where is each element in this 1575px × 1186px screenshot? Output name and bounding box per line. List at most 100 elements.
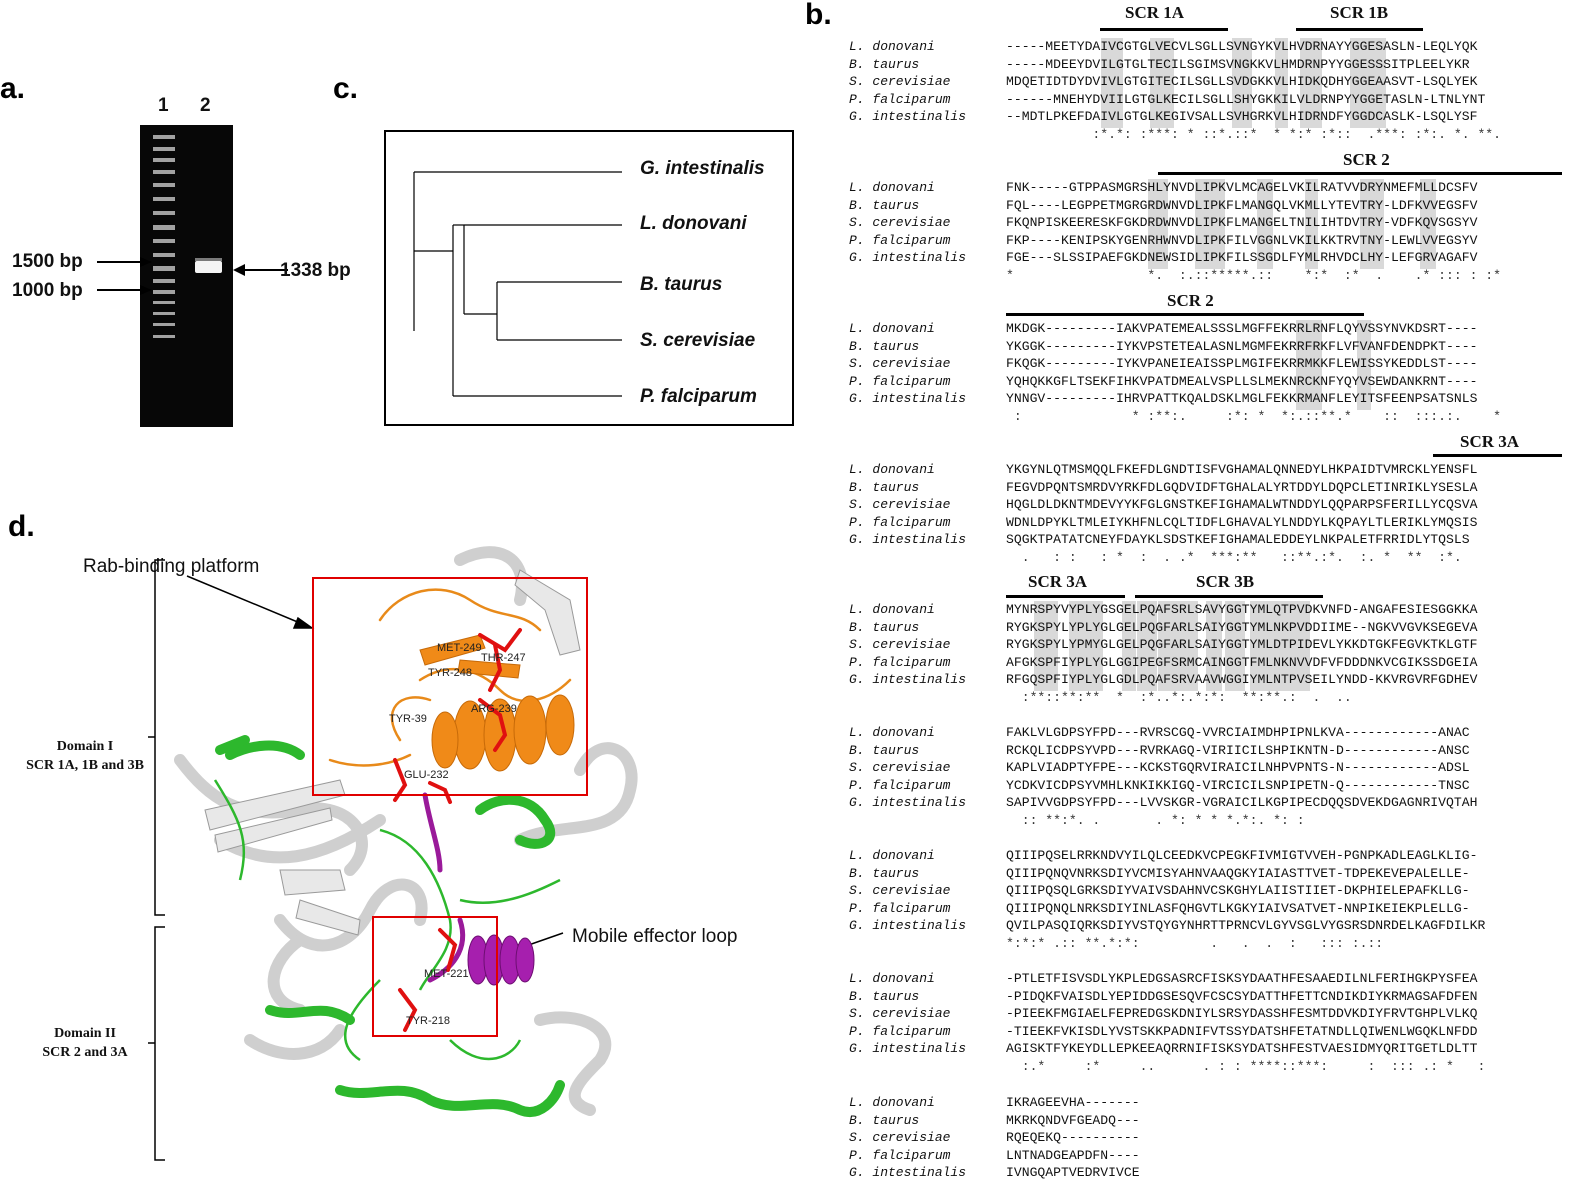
conserved-column-shade (1357, 320, 1371, 410)
sequence-text: RCKQLICDPSYVPD---RVRKAGQ-VIRIICILSHPIKNT… (1006, 742, 1470, 758)
species-name: L. donovani (849, 180, 935, 195)
species-name: B. taurus (849, 1112, 920, 1128)
sequence-text: IKRAGEEVHA------- (1006, 1095, 1140, 1110)
conserved-column-shade (1150, 38, 1174, 128)
sequence-text: -PTLETFISVSDLYKPLEDGSASRCFISKSYDAATHFESA… (1006, 971, 1478, 986)
protein-structure: MET-249 THR-247 TYR-248 TYR-39 ARG-239 G… (148, 546, 638, 1161)
scr-2-bar-2 (1006, 313, 1364, 316)
residue-tyr-248: TYR-248 (428, 667, 472, 679)
tree-leaf-b-taurus: B. taurus (640, 274, 723, 295)
conserved-column-shade (1069, 601, 1103, 691)
sequence-text: HQGLDLDKNTMDEVYYKFGLGNSTKEFIGHAMALWTNDDY… (1006, 497, 1478, 513)
species-name: S. cerevisiae (849, 760, 951, 776)
scr-2-label-2: SCR 2 (1167, 291, 1214, 310)
species-name: G. intestinalis (849, 391, 967, 407)
gel-lane-1-label: 1 (158, 95, 169, 116)
product-size-label: 1338 bp (280, 260, 351, 281)
sequence-text: FGE---SLSSIPAEFGKDNEWSIDLIPKFILSSGDLFYML… (1006, 250, 1478, 266)
consensus-text: :: **:*. . . *: * * *.*:. *: : (1006, 812, 1305, 828)
conserved-column-shade (1195, 179, 1225, 269)
sequence-text: FKQGK---------IYKVPANEIEAISSPLMGIFEKRRMK… (1006, 356, 1478, 372)
sequence-text: YQHQKKGFLTSEKFIHKVPATDMEALVSPLLSLMEKNRCK… (1006, 373, 1478, 389)
marker-arrows (97, 257, 152, 295)
residue-glu-232: GLU-232 (404, 769, 449, 781)
rab-binding-platform-label: Rab-binding platform (83, 556, 260, 577)
sequence-text: RYGKSPYLYPLYGLGELPQGFARLSAIYGGTYMLNKPVDD… (1006, 619, 1478, 635)
conserved-column-shade (1232, 38, 1252, 128)
species-name: G. intestinalis (849, 1041, 967, 1057)
conserved-column-shade (1420, 179, 1436, 269)
residue-tyr-218: TYR-218 (406, 1015, 450, 1027)
domain-i-label: Domain I SCR 1A, 1B and 3B (0, 738, 170, 776)
species-name: P. falciparum (849, 777, 951, 793)
gel-lane-2-label: 2 (200, 95, 211, 116)
conserved-column-shade (1296, 320, 1322, 410)
phylogenetic-tree (384, 130, 794, 426)
product-arrow (233, 264, 288, 276)
sequence-text: -PIDQKFVAISDLYEPIDDGSESQVFCSCSYDATTHFETT… (1006, 988, 1478, 1004)
species-name: L. donovani (849, 971, 935, 986)
conserved-column-shade (1122, 601, 1136, 691)
sequence-text: RYGKSPYLYPMYGLGELPQGFARLSAIYGGTYMLDTPIDE… (1006, 637, 1478, 653)
tree-leaf-g-intestinalis: G. intestinalis (640, 158, 765, 179)
consensus-text: . : : : * : . .* ***:** ::**.:*. :. * **… (1006, 549, 1462, 565)
species-name: S. cerevisiae (849, 637, 951, 653)
conserved-column-shade (1148, 179, 1168, 269)
sequence-text: -----MEETYDAIVCGTGLVECVLSGLLSVNGYKVLHVDR… (1006, 39, 1478, 54)
species-name: L. donovani (849, 602, 935, 617)
species-name: G. intestinalis (849, 109, 967, 125)
domain-i-subtitle: SCR 1A, 1B and 3B (26, 757, 144, 773)
species-name: S. cerevisiae (849, 74, 951, 90)
conserved-column-shade (1300, 38, 1322, 128)
species-name: B. taurus (849, 56, 920, 72)
marker-1000-label: 1000 bp (12, 280, 83, 301)
species-name: S. cerevisiae (849, 497, 951, 513)
sequence-text: YCDKVICDPSYVMHLKNKIKKIGQ-VIRCICILSNPIPET… (1006, 777, 1470, 793)
species-name: G. intestinalis (849, 672, 967, 688)
sequence-text: FAKLVLGDPSYFPD---RVRSCGQ-VVRCIAIMDHPIPNL… (1006, 725, 1470, 740)
tree-leaf-l-donovani: L. donovani (640, 213, 747, 234)
consensus-text: : * :**:. :*: * *:.::**.* :: :::.:. * (1006, 408, 1502, 424)
sequence-text: QIIIPQNQVNRKSDIYVCMISYAHNVAAQGKYIAIASTTV… (1006, 865, 1470, 881)
sequence-text: MKDGK---------IAKVPATEMEALSSSLMGFFEKRRLR… (1006, 321, 1478, 336)
consensus-text: :.* :* .. . : : ****::***: : ::: .: * : (1006, 1058, 1486, 1074)
sequence-text: LNTNADGEAPDFN---- (1006, 1147, 1140, 1163)
sequence-text: WDNLDPYKLTMLEIYKHFNLCQLTIDFLGHAVALYLNDDY… (1006, 514, 1478, 530)
tree-leaf-s-cerevisiae: S. cerevisiae (640, 330, 756, 351)
domain-i-title: Domain I (56, 739, 114, 754)
conserved-column-shade (1225, 601, 1245, 691)
residue-met-221: MET-221 (424, 968, 469, 980)
species-name: L. donovani (849, 848, 935, 863)
sequence-text: AGISKTFYKEYDLLEPKEEAQRRNIFISKSYDATSHFEST… (1006, 1041, 1478, 1057)
sequence-text: YNNGV---------IHRVPATTKQALDSKLMGLFEKKRMA… (1006, 391, 1478, 407)
scr-3a-label-1: SCR 3A (1460, 432, 1520, 451)
species-name: P. falciparum (849, 654, 951, 670)
species-name: B. taurus (849, 338, 920, 354)
conserved-column-shade (1137, 601, 1157, 691)
domain-ii-subtitle: SCR 2 and 3A (42, 1044, 128, 1060)
scr-1a-bar (1100, 28, 1228, 31)
conserved-column-shade (1305, 179, 1318, 269)
domain-ii-title: Domain II (54, 1026, 116, 1041)
species-name: L. donovani (849, 462, 935, 477)
conserved-column-shade (1250, 601, 1310, 691)
conserved-column-shade (1158, 601, 1198, 691)
marker-1500-label: 1500 bp (12, 251, 83, 272)
species-name: L. donovani (849, 725, 935, 740)
sequence-text: SAPIVVGDPSYFPD---LVVSKGR-VGRAICILKGPIPEC… (1006, 795, 1478, 811)
species-name: L. donovani (849, 39, 935, 54)
species-name: B. taurus (849, 619, 920, 635)
species-name: B. taurus (849, 988, 920, 1004)
conserved-column-shade (1257, 179, 1273, 269)
residue-tyr-39: TYR-39 (389, 713, 427, 725)
sequence-text: -----MDEEYDVILGTGLTECILSGIMSVNGKKVLHMDRN… (1006, 56, 1470, 72)
domain-brackets (148, 559, 165, 1161)
sequence-text: -PIEEKFMGIAELFEPREDGSKDNIYLSRSYDASSHFESM… (1006, 1006, 1478, 1022)
scr-1a-label-top: SCR 1A (1125, 3, 1185, 22)
species-name: B. taurus (849, 865, 920, 881)
species-name: S. cerevisiae (849, 356, 951, 372)
sequence-text: -TIEEKFVKISDLYVSTSKKPADNIFVTSSYDATSHFETA… (1006, 1023, 1478, 1039)
species-name: P. falciparum (849, 373, 951, 389)
species-name: G. intestinalis (849, 250, 967, 266)
